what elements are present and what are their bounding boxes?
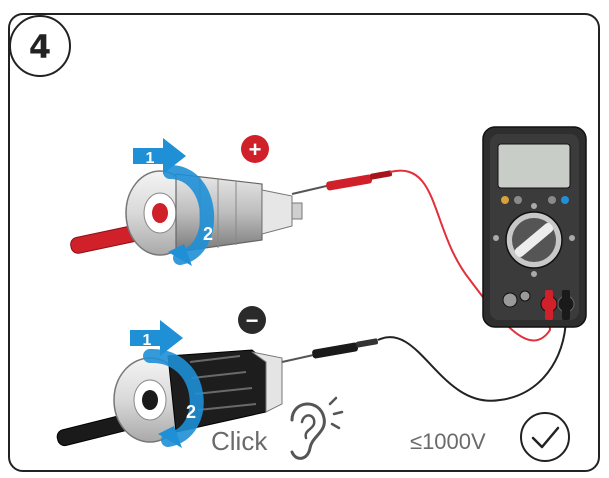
ear-icon bbox=[290, 396, 344, 460]
rotate-arrow-positive bbox=[163, 165, 215, 265]
negative-connector: 2 1 bbox=[56, 320, 283, 448]
positive-connector: 2 1 bbox=[70, 138, 303, 266]
positive-symbol: + bbox=[249, 137, 262, 162]
step-number: 4 bbox=[29, 28, 51, 66]
rotate-label-positive: 2 bbox=[203, 224, 213, 244]
black-probe bbox=[281, 317, 567, 402]
connector-tip bbox=[261, 189, 293, 235]
connector-tip-negative bbox=[251, 351, 283, 413]
push-label-negative: 1 bbox=[143, 332, 152, 349]
push-arrow-positive bbox=[133, 138, 186, 174]
rotate-arrow-negative bbox=[143, 348, 204, 447]
rotary-dial bbox=[505, 211, 563, 269]
check-circle-icon bbox=[520, 412, 570, 462]
push-arrow-negative bbox=[130, 320, 183, 356]
step-badge: 4 bbox=[9, 15, 71, 77]
multimeter bbox=[482, 126, 587, 328]
black-lead bbox=[377, 317, 567, 402]
minus-circle-icon: − bbox=[238, 306, 266, 334]
voltage-label: ≤1000V bbox=[410, 429, 486, 454]
negative-symbol: − bbox=[246, 308, 259, 333]
click-label: Click bbox=[211, 426, 268, 456]
multimeter-screen bbox=[497, 143, 571, 189]
push-label-positive: 1 bbox=[146, 150, 155, 167]
plus-circle-icon: + bbox=[241, 135, 269, 163]
red-lead bbox=[389, 169, 552, 342]
rotate-label-negative: 2 bbox=[186, 402, 196, 422]
red-probe bbox=[291, 169, 552, 342]
